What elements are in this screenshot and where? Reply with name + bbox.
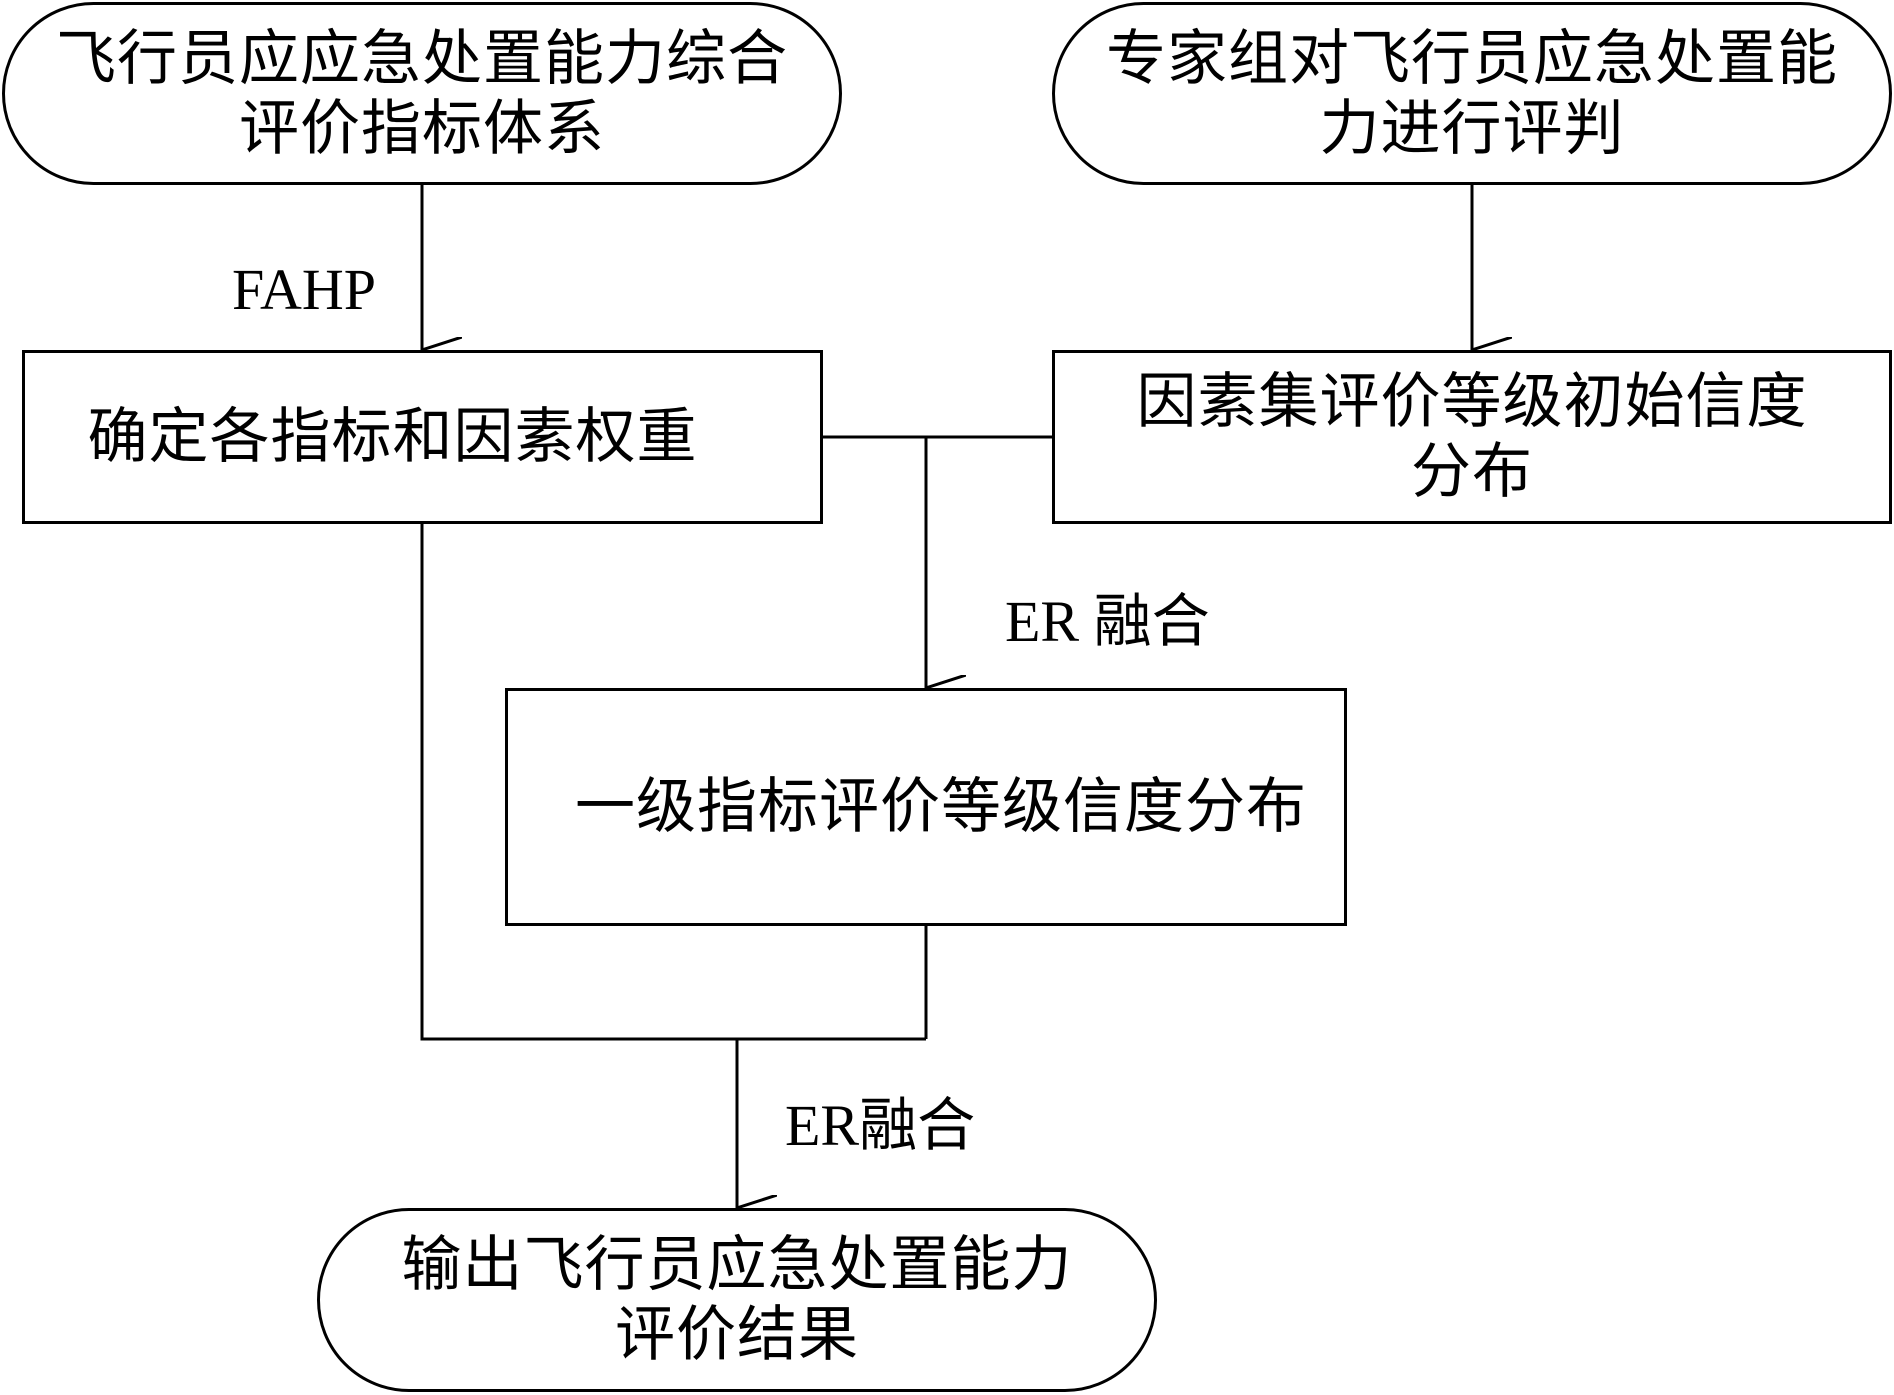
first-level-belief-process-box: 一级指标评价等级信度分布 bbox=[505, 688, 1347, 926]
node-label-line: 评价指标体系 bbox=[239, 93, 605, 164]
line-weights-to-merge bbox=[420, 524, 926, 1041]
node-label-line: 因素集评价等级初始信度 bbox=[1136, 367, 1808, 437]
node-label-line: 一级指标评价等级信度分布 bbox=[575, 772, 1307, 842]
expert-panel-terminal: 专家组对飞行员应急处置能 力进行评判 bbox=[1052, 2, 1892, 185]
initial-belief-process-box: 因素集评价等级初始信度 分布 bbox=[1052, 350, 1892, 524]
indicator-system-terminal: 飞行员应应急处置能力综合 评价指标体系 bbox=[2, 2, 842, 185]
edge-label-er-fusion-1: ER 融合 bbox=[1005, 589, 1210, 654]
node-label-line: 输出飞行员应急处置能力 bbox=[401, 1230, 1073, 1300]
node-label-line: 专家组对飞行员应急处置能 bbox=[1106, 23, 1838, 94]
edge-label-fahp: FAHP bbox=[232, 257, 376, 322]
node-label-line: 飞行员应应急处置能力综合 bbox=[56, 23, 788, 94]
node-label-line: 分布 bbox=[1411, 437, 1533, 507]
weights-process-box: 确定各指标和因素权重 bbox=[22, 350, 823, 524]
node-label-line: 确定各指标和因素权重 bbox=[87, 402, 698, 472]
node-label-line: 评价结果 bbox=[615, 1300, 859, 1370]
node-label-line: 力进行评判 bbox=[1319, 93, 1625, 164]
output-result-terminal: 输出飞行员应急处置能力 评价结果 bbox=[317, 1208, 1157, 1392]
edge-label-er-fusion-2: ER融合 bbox=[785, 1093, 976, 1158]
